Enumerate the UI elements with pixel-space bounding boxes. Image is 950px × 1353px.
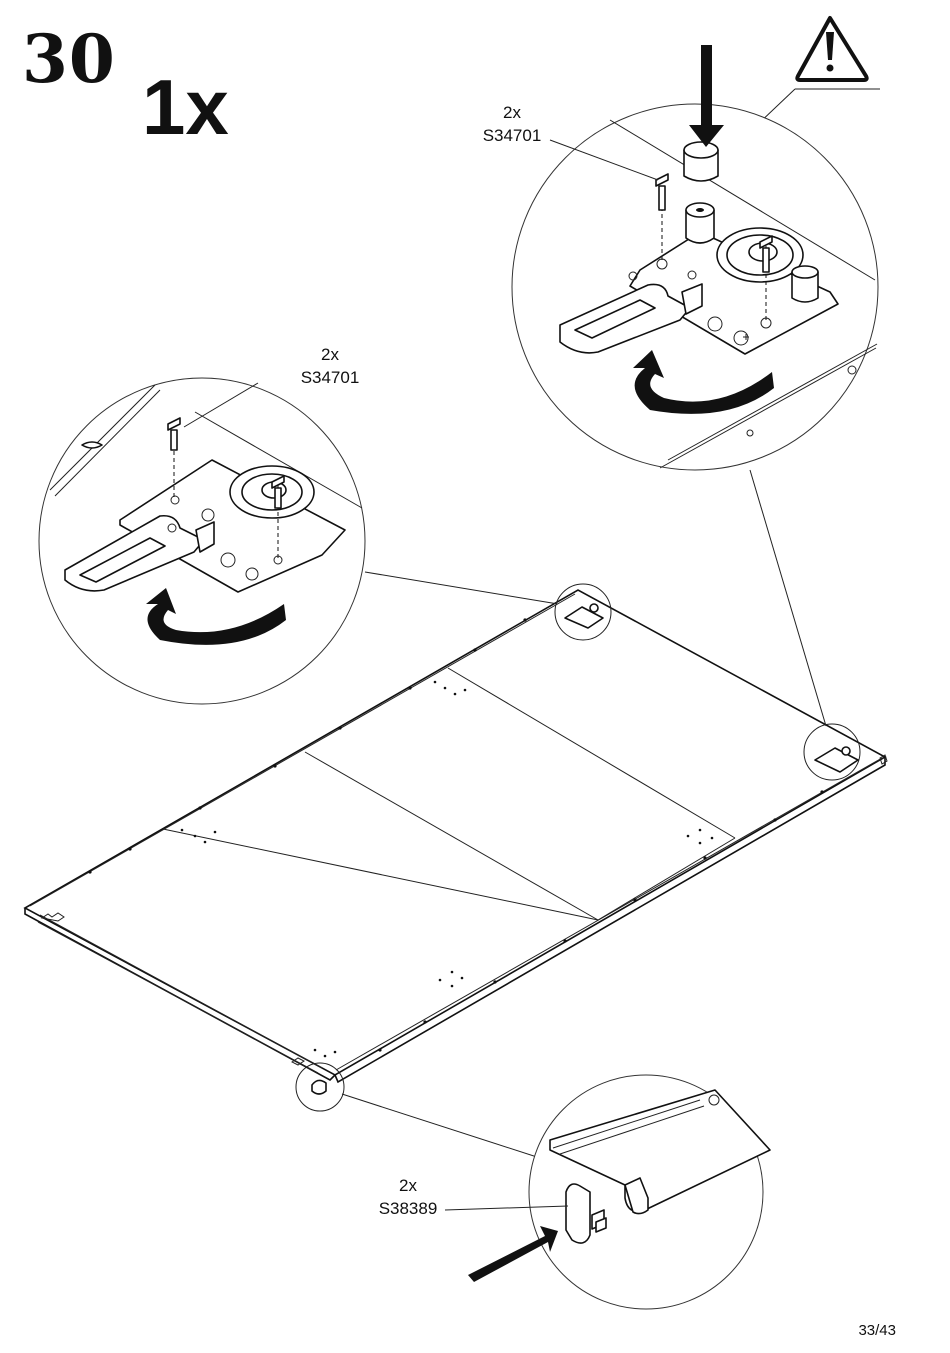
callout-top-right: 2x S34701 (472, 101, 552, 147)
detail-circle-left (39, 378, 365, 704)
plate-mini-right-disc (842, 747, 850, 755)
leader-left (365, 572, 558, 604)
cap-mini (312, 1080, 326, 1094)
plate-mini-top-disc (590, 604, 598, 612)
callout-part-number: S38389 (368, 1197, 448, 1220)
leader-bottom (342, 1094, 540, 1158)
callout-part-number: S34701 (472, 124, 552, 147)
callout-left: 2x S34701 (290, 343, 370, 389)
detail-circle-top-right (512, 104, 878, 470)
leader-right (750, 470, 826, 726)
page-number: 33/43 (858, 1322, 896, 1339)
callout-part-number: S34701 (290, 366, 370, 389)
callout-qty: 2x (290, 343, 370, 366)
plate-mini-right (815, 748, 858, 772)
insert-arrow-icon (468, 1226, 558, 1282)
callout-bottom: 2x S38389 (368, 1174, 448, 1220)
warning-triangle-icon (797, 18, 866, 80)
callout-qty: 2x (368, 1174, 448, 1197)
callout-qty: 2x (472, 101, 552, 124)
detail-circle-bottom (529, 1075, 770, 1309)
